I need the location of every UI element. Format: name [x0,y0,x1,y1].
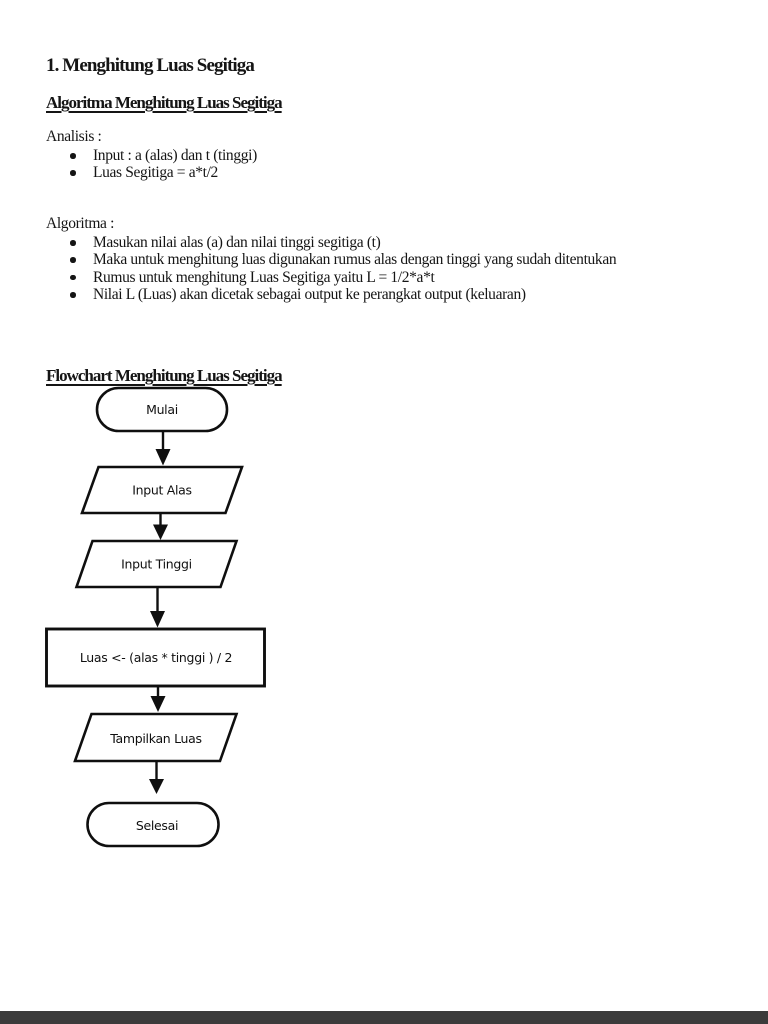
node-label: Input Alas [132,483,192,498]
list-item: Input : a (alas) dan t (tinggi) [0,147,768,164]
list-item: Nilai L (Luas) akan dicetak sebagai outp… [0,286,768,303]
section-heading-algoritma: Algoritma Menghitung Luas Segitiga [46,93,283,113]
section-heading-flowchart: Flowchart Menghitung Luas Segitiga [46,366,283,386]
flowchart-node-input-alas: Input Alas [80,465,244,515]
flowchart-node-process-luas: Luas <- (alas * tinggi ) / 2 [45,627,266,688]
algoritma-list: Masukan nilai alas (a) dan nilai tinggi … [0,234,768,304]
arrowhead-icon [155,449,171,466]
flow-arrow [153,512,168,540]
io-parallelogram [74,539,239,589]
flowchart-node-tampilkan-luas: Tampilkan Luas [73,712,239,763]
list-item: Masukan nilai alas (a) dan nilai tinggi … [0,234,768,251]
node-label: Selesai [136,818,178,833]
list-item: Maka untuk menghitung luas digunakan rum… [0,251,768,268]
arrowhead-icon [150,611,165,628]
analisis-label: Analisis : [46,127,102,145]
flowchart-diagram: Mulai Input Alas Input Tinggi Luas <- (a… [45,386,266,848]
node-label: Mulai [146,402,178,417]
terminator-shape [86,801,220,848]
list-item: Rumus untuk menghitung Luas Segitiga yai… [0,269,768,286]
flowchart-node-end: Selesai [86,801,220,848]
algoritma-label: Algoritma : [46,214,115,232]
flow-arrow [149,760,164,794]
list-item: Luas Segitiga = a*t/2 [0,164,768,181]
node-label: Tampilkan Luas [109,731,202,746]
flow-arrow [150,586,165,628]
analisis-list: Input : a (alas) dan t (tinggi) Luas Seg… [0,147,768,182]
io-parallelogram [80,465,244,515]
flow-arrow [155,430,171,466]
arrowhead-icon [153,524,168,540]
node-label: Input Tinggi [121,557,192,572]
arrowhead-icon [150,696,166,712]
flow-arrow [150,685,166,712]
flowchart-node-start: Mulai [95,386,229,433]
flowchart-node-input-tinggi: Input Tinggi [74,539,239,589]
node-label: Luas <- (alas * tinggi ) / 2 [80,650,232,665]
page-title: 1. Menghitung Luas Segitiga [46,54,255,76]
io-parallelogram [73,712,239,763]
arrowhead-icon [149,779,164,794]
page-bottom-bar [0,1011,768,1024]
process-rect [45,627,266,688]
